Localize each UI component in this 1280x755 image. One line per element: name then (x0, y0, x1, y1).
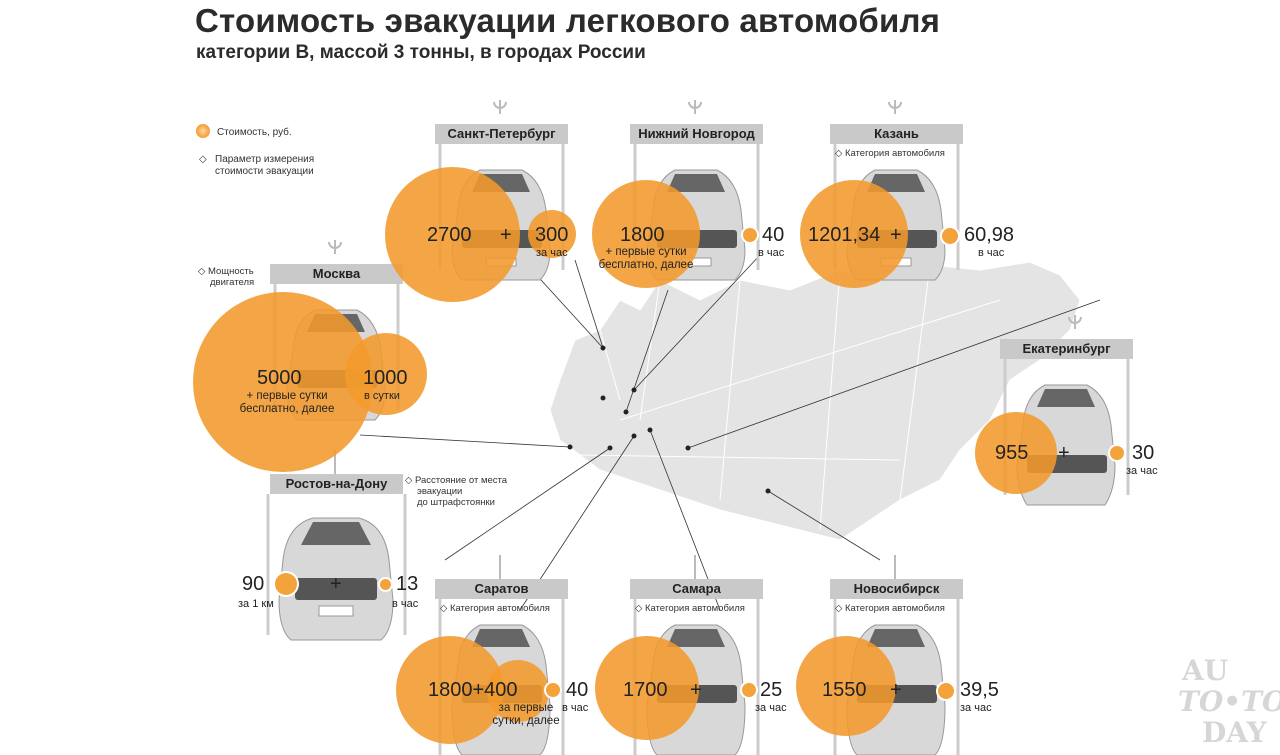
rostov-unit1: за 1 км (238, 598, 274, 610)
spb-plus: + (500, 224, 512, 246)
cost-dot (1110, 446, 1124, 460)
novosibirsk-plus: + (890, 679, 902, 701)
cost-bubble-small (345, 333, 427, 415)
page-subtitle: категории B, массой 3 тонны, в городах Р… (196, 42, 646, 63)
cost-bubble-small (528, 210, 576, 258)
city-label: Ростов-на-Дону (270, 474, 403, 494)
cost-bubble (800, 180, 908, 288)
moscow-value1: 5000 (257, 367, 302, 389)
nn-note1: + первые сутки (605, 246, 687, 258)
city-label: Саратов (435, 579, 568, 599)
cost-dot (938, 683, 954, 699)
cost-bubble (193, 292, 373, 472)
cost-dot (743, 228, 757, 242)
watermark-line3: DAY (1202, 716, 1267, 749)
city-points (567, 345, 771, 494)
param-note: ◇ Категория автомобиля (835, 603, 945, 614)
rostov-param-note: ◇ Расстояние от места эвакуации до штраф… (405, 475, 508, 508)
spb-value1: 2700 (427, 224, 472, 246)
kazan-value2: 60,98 (964, 224, 1015, 246)
city-label: Новосибирск (830, 579, 963, 599)
param-text-line3: до штрафстоянки (417, 497, 495, 508)
cost-bubble (975, 412, 1057, 494)
samara-value2: 25 (760, 679, 783, 701)
param-text-line1: Мощность (207, 266, 254, 277)
cost-dot (742, 683, 756, 697)
cost-dot (942, 228, 958, 244)
spb-value2: 300 (535, 224, 569, 246)
saratov-note1: за первые (498, 702, 554, 714)
param-text-line1: Расстояние от места (414, 475, 508, 486)
cost-bubble (385, 167, 520, 302)
ekb-plus: + (1058, 442, 1070, 464)
cost-bubble (595, 636, 699, 740)
city-label: Екатеринбург (1000, 339, 1133, 359)
param-text-line2: двигателя (210, 277, 255, 288)
kazan-unit2: в час (978, 247, 1005, 259)
novosibirsk-unit2: за час (960, 702, 992, 714)
cost-bubble (396, 636, 504, 744)
param-note: ◇ Категория автомобиля (835, 148, 945, 159)
diamond-icon: ◇ (199, 154, 207, 165)
rostov-value1: 90 (242, 573, 265, 595)
cost-legend-label: Стоимость, руб. (217, 127, 292, 138)
param-text: Категория автомобиля (644, 603, 745, 614)
rostov-value2: 13 (396, 573, 419, 595)
moscow-note1: + первые сутки (246, 390, 328, 402)
param-legend-line1: Параметр измерения (215, 154, 315, 165)
city-label: Москва (270, 264, 403, 284)
param-text: Категория автомобиля (449, 603, 550, 614)
nn-note2: бесплатно, далее (598, 259, 694, 271)
ekb-value2: 30 (1132, 442, 1155, 464)
city-label: Казань (830, 124, 963, 144)
saratov-value2: 40 (566, 679, 589, 701)
cost-bubble-small (487, 660, 549, 722)
param-text-line2: эвакуации (417, 486, 463, 497)
kazan-value1: 1201,34 (808, 224, 881, 246)
saratov-note2: сутки, далее (492, 715, 560, 727)
moscow-param-note: ◇ Мощность двигателя (198, 266, 255, 288)
city-label: Самара (630, 579, 763, 599)
samara-plus: + (690, 679, 702, 701)
nn-value2: 40 (762, 224, 785, 246)
param-note: ◇ Категория автомобиля (440, 603, 550, 614)
saratov-value1: 1800+400 (428, 679, 518, 701)
watermark-line2: TO•TO (1178, 685, 1280, 718)
city-label: Нижний Новгород (630, 124, 763, 144)
ekb-unit2: за час (1126, 465, 1158, 477)
cost-dot (275, 573, 297, 595)
rostov-plus: + (330, 573, 342, 595)
city-label: Санкт-Петербург (435, 124, 568, 144)
nn-unit2: в час (758, 247, 785, 259)
param-text: Категория автомобиля (844, 603, 945, 614)
moscow-value2: 1000 (363, 367, 408, 389)
autotoday-watermark: AU TO•TO DAY (1178, 654, 1280, 749)
map-landmass (549, 261, 1081, 541)
rostov-unit2: в час (392, 598, 419, 610)
samara-unit2: за час (755, 702, 787, 714)
param-note: ◇ Категория автомобиля (635, 603, 745, 614)
samara-value1: 1700 (623, 679, 668, 701)
spb-unit2: за час (536, 247, 568, 259)
novosibirsk-value1: 1550 (822, 679, 867, 701)
kazan-plus: + (890, 224, 902, 246)
cost-dot (546, 683, 560, 697)
novosibirsk-value2: 39,5 (960, 679, 999, 701)
cost-dot (380, 579, 391, 590)
nn-value1: 1800 (620, 224, 665, 246)
moscow-note2: бесплатно, далее (239, 403, 335, 415)
saratov-unit2: в час (562, 702, 589, 714)
param-text: Категория автомобиля (844, 148, 945, 159)
ekb-value1: 955 (995, 442, 1029, 464)
page-title: Стоимость эвакуации легкового автомобиля (195, 2, 941, 39)
watermark-line1: AU (1182, 654, 1229, 687)
card-rostov: Ростов-на-Дону (235, 450, 435, 650)
moscow-unit2: в сутки (364, 390, 400, 402)
cost-bubble (592, 180, 700, 288)
region-borders (579, 264, 1001, 531)
cost-bubble (796, 636, 896, 736)
cost-legend-dot (196, 124, 210, 138)
param-legend-line2: стоимости эвакуации (215, 166, 314, 177)
